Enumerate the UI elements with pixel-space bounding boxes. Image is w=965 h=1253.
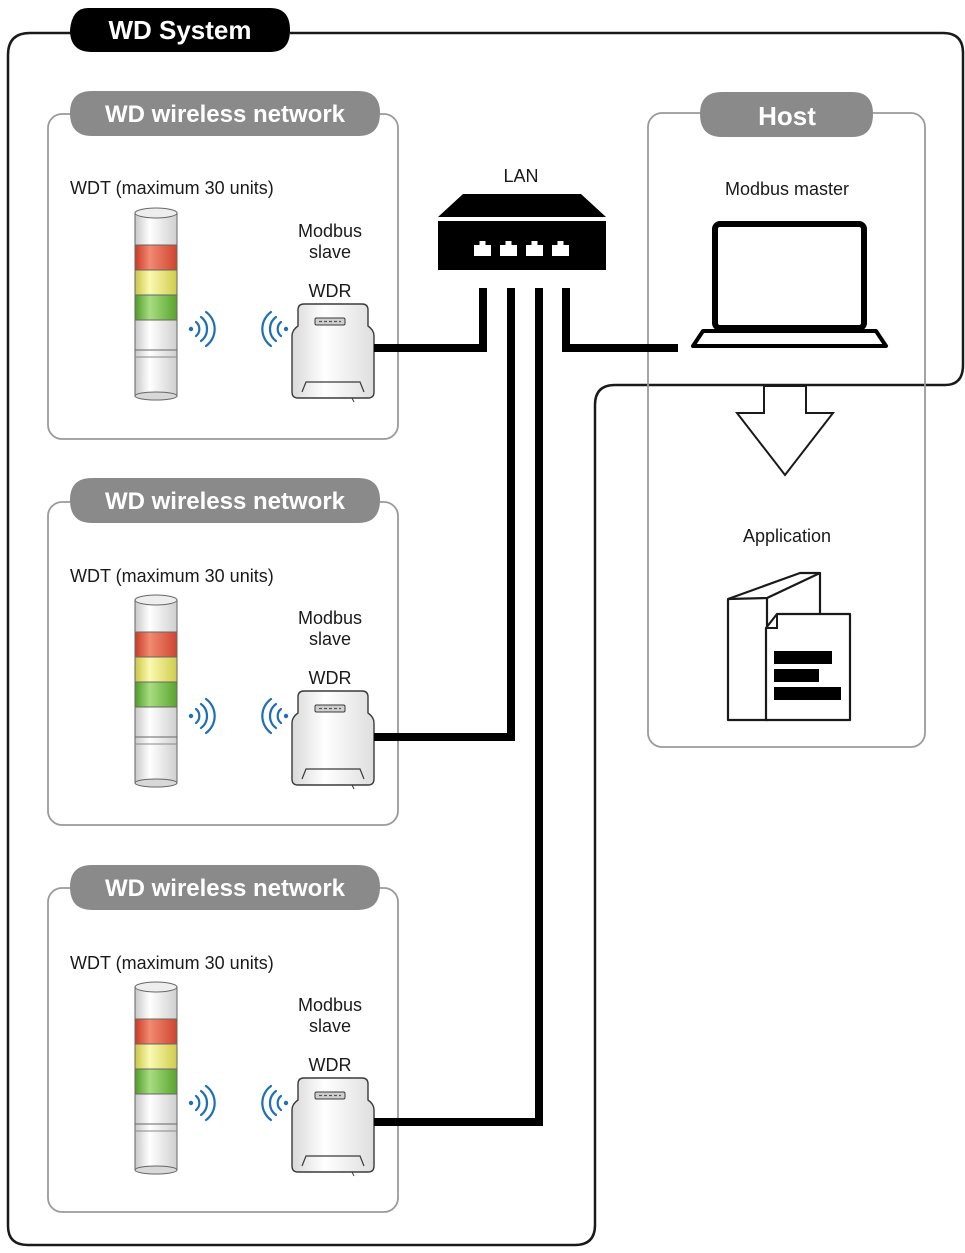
modbus-slave-label-line2: slave bbox=[309, 629, 351, 649]
cable-to-host bbox=[562, 288, 678, 352]
modbus-master-label: Modbus master bbox=[725, 179, 849, 199]
system-title: WD System bbox=[108, 15, 251, 45]
wdt-label: WDT (maximum 30 units) bbox=[70, 953, 274, 973]
wdr-label: WDR bbox=[309, 1055, 352, 1075]
modbus-slave-label-line1: Modbus bbox=[298, 608, 362, 628]
signal-tower-icon bbox=[134, 981, 178, 1175]
wireless-wave-icon bbox=[188, 697, 216, 735]
network-title-pill bbox=[70, 91, 380, 136]
wdt-label: WDT (maximum 30 units) bbox=[70, 566, 274, 586]
lan-label: LAN bbox=[503, 166, 538, 186]
network-switch-icon bbox=[438, 194, 606, 270]
system-frame bbox=[6, 31, 965, 1247]
wireless-wave-icon bbox=[188, 1084, 216, 1122]
system-title-pill bbox=[70, 8, 290, 52]
signal-tower-icon bbox=[134, 207, 178, 401]
wireless-receiver-icon bbox=[291, 303, 375, 403]
modbus-slave-label-line1: Modbus bbox=[298, 995, 362, 1015]
cable-to-wdr-3 bbox=[374, 288, 543, 1126]
wdr-label: WDR bbox=[309, 668, 352, 688]
wireless-receiver-icon bbox=[291, 1077, 375, 1177]
modbus-slave-label-line2: slave bbox=[309, 242, 351, 262]
host-title: Host bbox=[758, 101, 816, 131]
network-title: WD wireless network bbox=[105, 101, 346, 128]
wdt-label: WDT (maximum 30 units) bbox=[70, 178, 274, 198]
down-arrow-icon bbox=[734, 385, 836, 477]
application-label: Application bbox=[743, 526, 831, 546]
modbus-slave-label-line2: slave bbox=[309, 1016, 351, 1036]
network-panel-3: WD wireless network WDT (maximum 30 unit… bbox=[47, 865, 399, 1213]
network-title: WD wireless network bbox=[105, 488, 346, 515]
wireless-wave-icon bbox=[261, 1084, 289, 1122]
host-panel: Host Modbus master Application bbox=[647, 92, 926, 748]
network-title-pill bbox=[70, 478, 380, 523]
signal-tower-icon bbox=[134, 594, 178, 788]
wdr-label: WDR bbox=[309, 281, 352, 301]
laptop-icon bbox=[691, 221, 888, 348]
cable-to-wdr-1 bbox=[374, 288, 487, 352]
modbus-slave-label-line1: Modbus bbox=[298, 221, 362, 241]
host-title-pill bbox=[700, 92, 873, 137]
cable-to-wdr-2 bbox=[374, 288, 515, 741]
wireless-receiver-icon bbox=[291, 690, 375, 790]
wireless-wave-icon bbox=[261, 310, 289, 348]
wireless-wave-icon bbox=[188, 310, 216, 348]
wireless-wave-icon bbox=[261, 697, 289, 735]
network-panel-2: WD wireless network WDT (maximum 30 unit… bbox=[47, 478, 399, 826]
network-title-pill bbox=[70, 865, 380, 910]
document-icon bbox=[726, 571, 852, 722]
lan-cables bbox=[374, 288, 678, 1126]
network-panel-1: WD wireless network WDT (maximum 30 unit… bbox=[47, 91, 399, 440]
network-title: WD wireless network bbox=[105, 875, 346, 902]
